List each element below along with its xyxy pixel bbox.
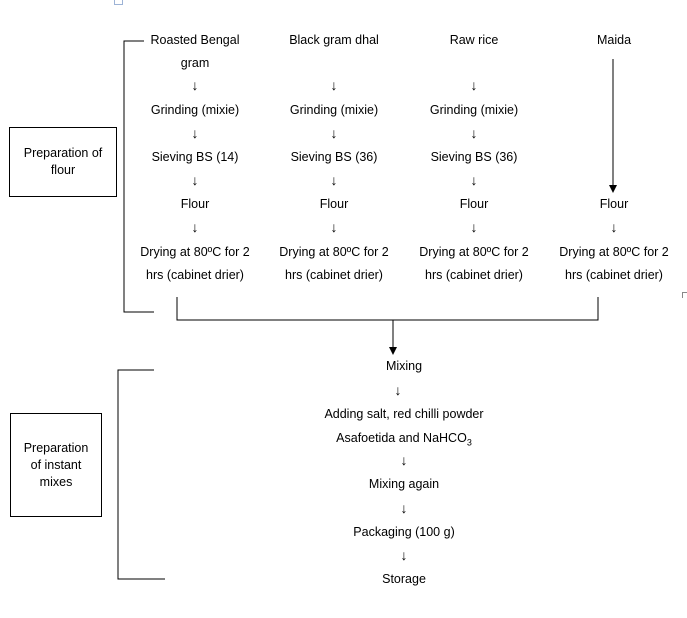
col2-drying-line2: hrs (cabinet drier) [285,268,383,282]
process-adding-line2: Asafoetida and NaHCO3 [336,430,472,451]
col1-header-line2: gram [180,56,210,70]
stage-label-flour: Preparation of flour [9,127,117,197]
col2-step-flour: Flour [319,197,349,211]
process-arrow-1: ↓ [394,382,402,398]
col1-arrow-2: ↓ [191,125,199,141]
stage-label-mixes: Preparation of instant mixes [10,413,102,517]
stage-label-mixes-line2: of instant [30,457,82,472]
flour-stage-bracket [123,40,154,313]
col2-arrow-3: ↓ [330,172,338,188]
collector-arrow-head [389,347,397,355]
maida-arrow-head [609,185,617,193]
col1-arrow-4: ↓ [191,219,199,235]
process-adding-line1: Adding salt, red chilli powder [324,407,484,421]
stage-label-mixes-line1: Preparation [23,440,89,455]
col4-arrow-1: ↓ [610,219,618,235]
collector-line [176,297,599,321]
process-storage: Storage [382,572,426,586]
col2-step-grinding: Grinding (mixie) [289,103,379,117]
col3-drying-line2: hrs (cabinet drier) [425,268,523,282]
mixes-stage-bracket [117,369,165,580]
col1-drying-line2: hrs (cabinet drier) [146,268,244,282]
col3-arrow-4: ↓ [470,219,478,235]
col1-step-grinding: Grinding (mixie) [150,103,240,117]
col2-arrow-4: ↓ [330,219,338,235]
process-arrow-4: ↓ [400,547,408,563]
col1-arrow-1: ↓ [191,77,199,93]
col3-arrow-2: ↓ [470,125,478,141]
process-packaging: Packaging (100 g) [353,525,455,539]
corner-mark [682,292,687,298]
col3-step-flour: Flour [459,197,489,211]
col4-drying-line1: Drying at 80ºC for 2 [559,245,669,259]
process-mixing-again: Mixing again [368,477,440,491]
col2-drying-line1: Drying at 80ºC for 2 [279,245,389,259]
stage-label-flour-line1: Preparation of [23,146,103,160]
process-mixing: Mixing [385,359,423,373]
col3-drying-line1: Drying at 80ºC for 2 [419,245,529,259]
col1-step-sieving: Sieving BS (14) [151,150,239,164]
col1-step-flour: Flour [180,197,210,211]
process-arrow-2: ↓ [400,452,408,468]
col3-step-sieving: Sieving BS (36) [430,150,518,164]
col1-arrow-3: ↓ [191,172,199,188]
col4-drying-line2: hrs (cabinet drier) [565,268,663,282]
process-arrow-3: ↓ [400,500,408,516]
process-adding-line2-sub: 3 [466,437,472,448]
process-adding-line2-text: Asafoetida and NaHCO [336,431,467,445]
col4-step-flour: Flour [599,197,629,211]
col1-header-line1: Roasted Bengal [150,33,240,47]
col1-drying-line1: Drying at 80ºC for 2 [140,245,250,259]
stage-label-mixes-line3: mixes [39,474,73,489]
col3-header: Raw rice [449,33,499,47]
col3-arrow-3: ↓ [470,172,478,188]
col2-arrow-2: ↓ [330,125,338,141]
object-anchor-icon [114,0,123,5]
col3-arrow-1: ↓ [470,77,478,93]
col3-step-grinding: Grinding (mixie) [429,103,519,117]
col2-step-sieving: Sieving BS (36) [290,150,378,164]
col2-header: Black gram dhal [289,33,379,47]
stage-label-flour-line2: flour [50,163,76,177]
col2-arrow-1: ↓ [330,77,338,93]
col4-header: Maida [596,33,632,47]
